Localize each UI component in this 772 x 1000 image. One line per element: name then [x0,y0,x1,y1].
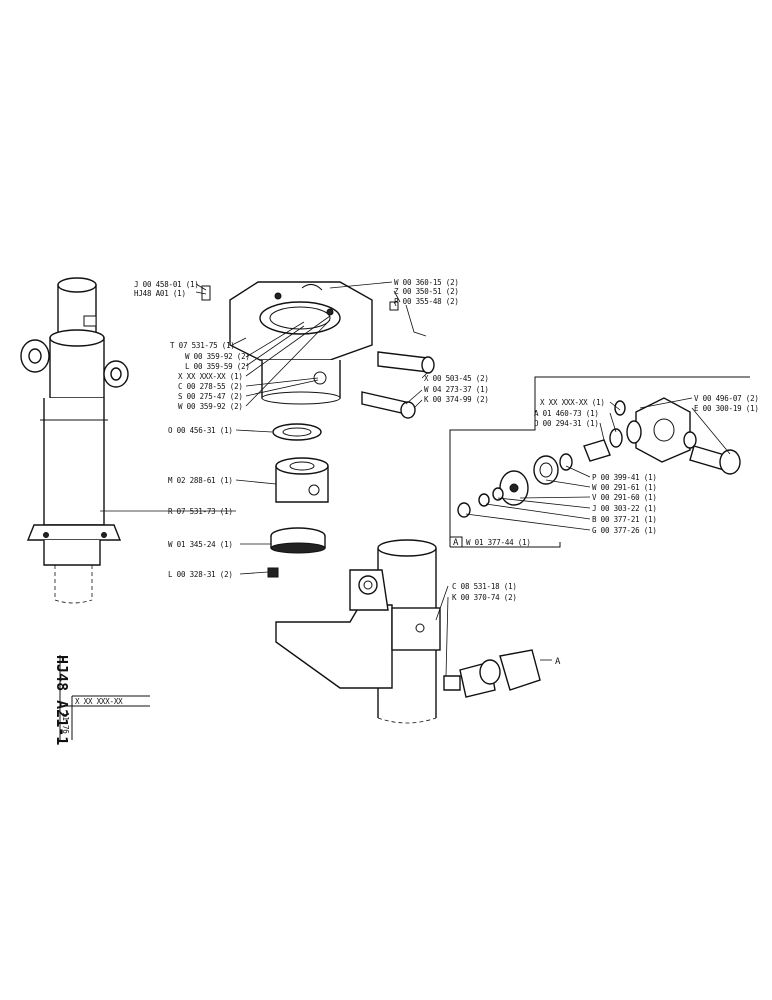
small-nut [267,567,279,578]
sheet-date: 11-76 [61,712,70,734]
label-x-xx-xxx-xx-a: X XX XXX-XX (1) [178,372,243,381]
label-e-00-300-19: E 00 300-19 (1) [694,404,759,413]
label-w-04-273-37: W 04 273-37 (1) [424,385,489,394]
label-v-00-291-60: V 00 291-60 (1) [592,493,657,502]
label-g-00-377-26: G 00 377-26 (1) [592,526,657,535]
detail-a-ref: W 01 377-44 (1) [466,538,531,547]
title-block: HJ48 A21-1 11-76 X XX XXX-XX [53,655,150,745]
leader-lines [100,281,731,677]
label-b-00-377-21: B 00 377-21 (1) [592,515,657,524]
label-hj48-a01: HJ48 A01 (1) [134,289,186,298]
label-c-00-278-55: C 00 278-55 (2) [178,382,243,391]
label-m-02-288-61: M 02 288-61 (1) [168,476,233,485]
label-l-00-328-31: L 00 328-31 (2) [168,570,233,579]
label-p-00-355-48: P 00 355-48 (2) [394,297,459,306]
label-v-00-496-07: V 00 496-07 (2) [694,394,759,403]
label-w-01-345-24: W 01 345-24 (1) [168,540,233,549]
label-k-00-374-99: K 00 374-99 (2) [424,395,489,404]
bracket-assembly [275,539,441,724]
threaded-ring [270,527,326,554]
label-w-00-359-92-a: W 00 359-92 (2) [185,352,250,361]
port-a-marker: A [555,657,561,667]
part-labels: J 00 458-01 (1) HJ48 A01 (1) T 07 531-75… [134,278,759,667]
label-t-07-531-75: T 07 531-75 (1) [170,341,235,350]
label-l-00-359-59: L 00 359-59 (2) [185,362,250,371]
gland-nut [275,457,329,503]
detail-a-marker: A [453,538,459,548]
label-w-00-359-92-b: W 00 359-92 (2) [178,402,243,411]
label-j-00-458-01: J 00 458-01 (1) [134,280,199,289]
sheet-number: HJ48 A21-1 [53,655,71,745]
label-w-00-360-15: W 00 360-15 (2) [394,278,459,287]
detail-a-parts [457,397,741,518]
label-s-00-275-47: S 00 275-47 (2) [178,392,243,401]
cylinder-assembly [20,277,129,604]
label-z-00-350-51: Z 00 350-51 (2) [394,287,459,296]
label-a-01-460-73: A 01 460-73 (1) [534,409,599,418]
head-housing [201,281,373,405]
label-x-00-503-45: X 00 503-45 (2) [424,374,489,383]
seal-ring [272,423,322,441]
label-o-00-294-31: O 00 294-31 (1) [534,419,599,428]
sheet-ref: X XX XXX-XX [75,697,123,706]
label-c-08-531-18: C 08 531-18 (1) [452,582,517,591]
pin-set [301,284,435,419]
label-w-00-291-61: W 00 291-61 (1) [592,483,657,492]
label-k-00-370-74: K 00 370-74 (2) [452,593,517,602]
label-x-xx-xxx-xx-b: X XX XXX-XX (1) [540,398,605,407]
label-p-00-399-41: P 00 399-41 (1) [592,473,657,482]
port-fitting [443,649,552,698]
label-j-00-303-22: J 00 303-22 (1) [592,504,657,513]
label-o-00-456-31: O 00 456-31 (1) [168,426,233,435]
label-r-07-531-73: R 07 531-73 (1) [168,507,233,516]
detail-a-frame [449,376,750,548]
